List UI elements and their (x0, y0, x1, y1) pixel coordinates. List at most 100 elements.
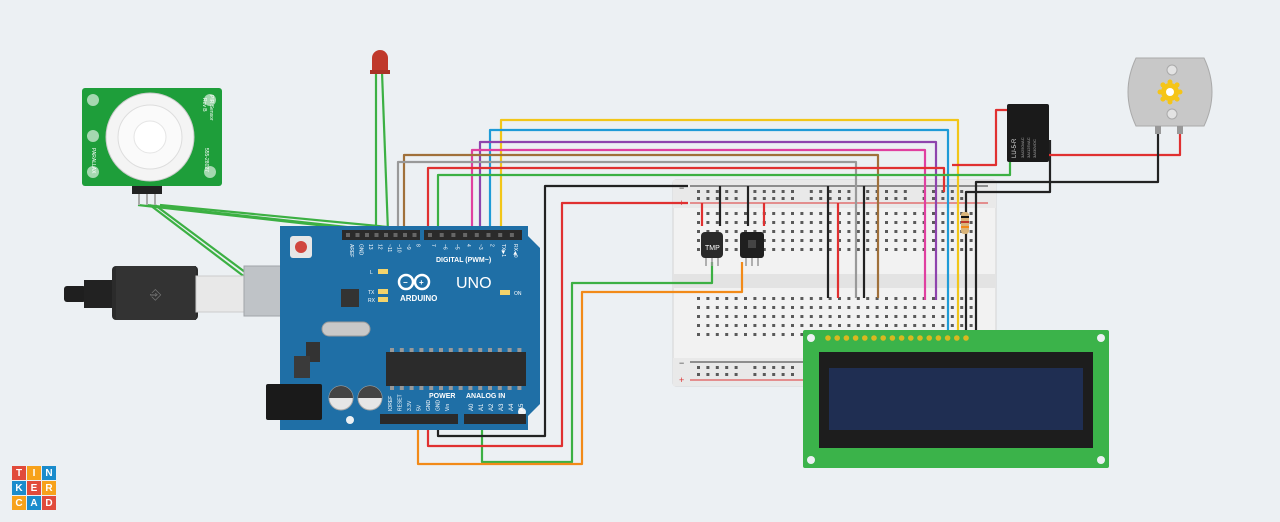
tmp-sensor[interactable]: TMP (701, 232, 723, 266)
power-pin-label: IOREF (388, 396, 394, 411)
tmp-label: TMP (705, 245, 720, 252)
wire-gray[interactable] (396, 160, 858, 298)
logo-letter: I (27, 466, 41, 480)
svg-text:+: + (419, 278, 424, 287)
power-header (380, 414, 458, 424)
logo-letter: D (42, 496, 56, 510)
power-pin-label: Vin (445, 404, 451, 411)
analog-pin-label: A3 (499, 403, 505, 411)
wire-blue[interactable] (488, 128, 950, 330)
wire-purple[interactable] (478, 140, 938, 300)
usb-chip (341, 289, 359, 307)
digital-pin-label: ~11 (386, 244, 392, 252)
crystal (321, 321, 371, 337)
dc-motor[interactable] (1127, 57, 1213, 134)
lcd-display[interactable] (803, 330, 1109, 468)
gas-sensor[interactable] (740, 232, 764, 266)
analog-header (464, 414, 526, 424)
led-l-label: L (370, 270, 373, 276)
usb-cable: ⎆ (64, 265, 319, 320)
analog-pin-label: A1 (479, 403, 485, 411)
lcd-screen (829, 368, 1083, 430)
wire-led-b[interactable] (380, 71, 390, 233)
svg-text:−: − (403, 278, 408, 287)
power-pin-label: 3.3V (407, 400, 413, 411)
wire-relay-black[interactable] (964, 140, 1052, 330)
logo-letter: R (42, 481, 56, 495)
arduino-logo-left (397, 273, 415, 291)
logo-letter: C (12, 496, 26, 510)
analog-pin-label: A4 (509, 403, 515, 411)
tx-label: TX (368, 290, 375, 296)
pir-sensor[interactable]: PIR Sensor Rev B 555-28027 PARALLAX (82, 88, 222, 205)
relay-label: LU-5-R (1012, 138, 1018, 158)
digital-pin-label: ~3 (477, 244, 483, 250)
wire-red-5v[interactable] (426, 201, 688, 448)
digital-pin-label: GND (358, 244, 364, 256)
digital-pin-label: ~9 (405, 244, 411, 250)
digital-pin-label: ~10 (396, 244, 402, 253)
svg-text:−: − (679, 183, 684, 193)
arduino-brand: ARDUINO (400, 294, 437, 303)
red-led[interactable] (370, 50, 390, 74)
digital-label: DIGITAL (PWM~) (436, 257, 491, 264)
rx-label: RX (368, 298, 376, 304)
digital-pin-label: 7 (430, 244, 436, 247)
relay-spec-3: 3A/30VDC (1032, 139, 1037, 158)
resistor[interactable] (961, 212, 969, 234)
wire-relay-red[interactable] (952, 108, 1008, 167)
digital-pin-label: 2 (489, 244, 495, 247)
digital-header-left (342, 230, 420, 240)
digital-pin-label: ~5 (453, 244, 459, 250)
wire-red-d10[interactable] (426, 166, 946, 232)
wire-green-d9[interactable] (436, 160, 1012, 232)
pir-name: PIR Sensor (208, 95, 214, 121)
wire-motor-black[interactable] (974, 130, 1160, 330)
power-jack (266, 384, 322, 420)
power-pin-label: RESET (398, 394, 404, 411)
digital-pin-label: 4 (465, 244, 471, 247)
wire-motor-red[interactable] (1048, 130, 1182, 157)
digital-pin-label: AREF (348, 244, 354, 257)
arduino-logo-right (413, 273, 431, 291)
pir-part: 555-28027 (203, 148, 209, 172)
on-label: ON (514, 291, 522, 297)
power-pin-label: GND (426, 400, 432, 412)
analog-pin-label: A5 (519, 403, 525, 411)
logo-letter: K (12, 481, 26, 495)
logo-letter: N (42, 466, 56, 480)
analog-pin-label: A2 (489, 403, 495, 411)
digital-pin-label: 8 (415, 244, 421, 247)
power-pin-label: 5V (417, 404, 423, 411)
pir-rev: Rev B (201, 98, 207, 112)
digital-pin-label: 12 (377, 244, 383, 250)
digital-pin-label: TX▶1 (500, 244, 506, 257)
svg-text:+: + (679, 375, 684, 385)
digital-header-right (424, 230, 522, 240)
digital-pin-label: 13 (367, 244, 373, 250)
power-label: POWER (429, 393, 455, 400)
digital-pin-label: ~6 (442, 244, 448, 250)
logo-letter: T (12, 466, 26, 480)
power-pin-label: GND (436, 400, 442, 412)
logo-letter: E (27, 481, 41, 495)
digital-pin-label: RX◀0 (512, 244, 518, 258)
wire-black-gnd[interactable] (436, 184, 688, 438)
relay[interactable]: LU-5-R 3A/250VAC 3A/125VAC 3A/30VDC (1007, 104, 1049, 162)
logo-letter: A (27, 496, 41, 510)
arduino-model: UNO (456, 275, 492, 292)
svg-text:−: − (679, 358, 684, 368)
wire-green-tmp[interactable] (480, 262, 714, 464)
relay-spec-2: 3A/125VAC (1026, 137, 1031, 158)
analog-pin-label: A0 (469, 403, 475, 411)
wire-magenta[interactable] (470, 148, 927, 300)
analog-label: ANALOG IN (466, 393, 505, 400)
usb-icon: ⎆ (150, 286, 162, 302)
relay-spec-1: 3A/250VAC (1020, 137, 1025, 158)
pir-brand: PARALLAX (90, 148, 96, 174)
wire-brown[interactable] (402, 153, 880, 298)
main-chip (386, 352, 526, 386)
